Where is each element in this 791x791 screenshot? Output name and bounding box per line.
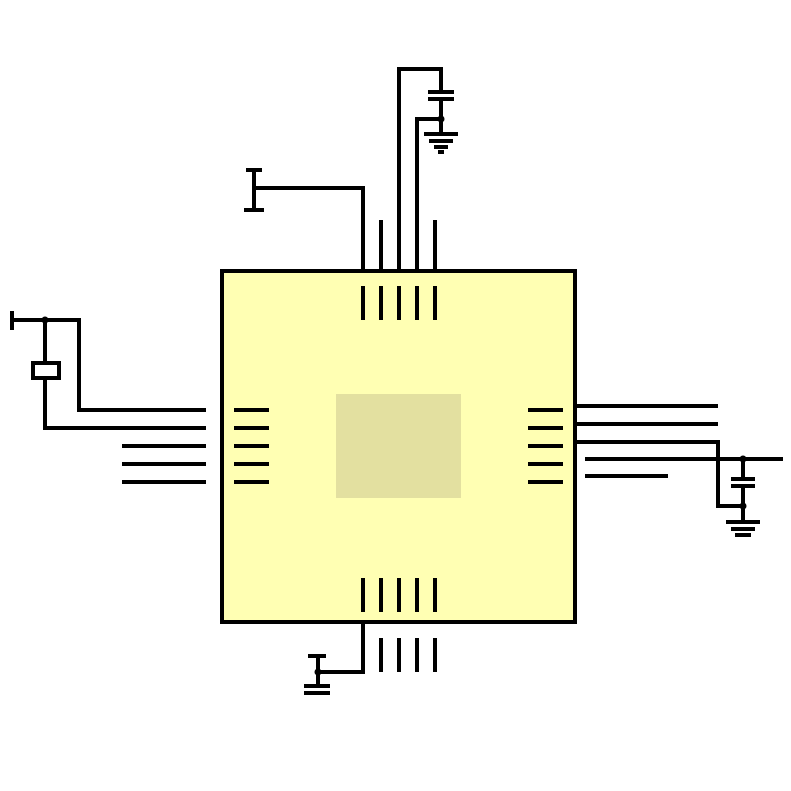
- left-wire-2: [43, 378, 206, 430]
- bottom-leads: [318, 622, 437, 674]
- right-ground-icon: [726, 520, 760, 537]
- top-ground-icon: [424, 132, 458, 154]
- bottom-capacitor-icon: [304, 654, 330, 695]
- right-cap-wire: [575, 440, 743, 508]
- top-cap-wire: [397, 67, 443, 271]
- ic-die-pad: [336, 394, 461, 498]
- top-ground-wire: [415, 117, 443, 271]
- top-left-wire: [254, 186, 365, 271]
- right-pins: [528, 408, 563, 484]
- top-leads: [254, 67, 443, 271]
- right-leads: [575, 404, 783, 508]
- bottom-pins: [361, 578, 437, 612]
- top-capacitor-icon: [428, 90, 454, 123]
- right-capacitor-icon: [731, 455, 755, 522]
- bottom-cap-wire: [318, 622, 365, 674]
- top-pins: [361, 286, 437, 320]
- left-crystal-icon: [31, 316, 61, 380]
- top-left-terminal: [244, 168, 264, 212]
- left-pins: [234, 408, 269, 484]
- left-leads: [12, 318, 206, 484]
